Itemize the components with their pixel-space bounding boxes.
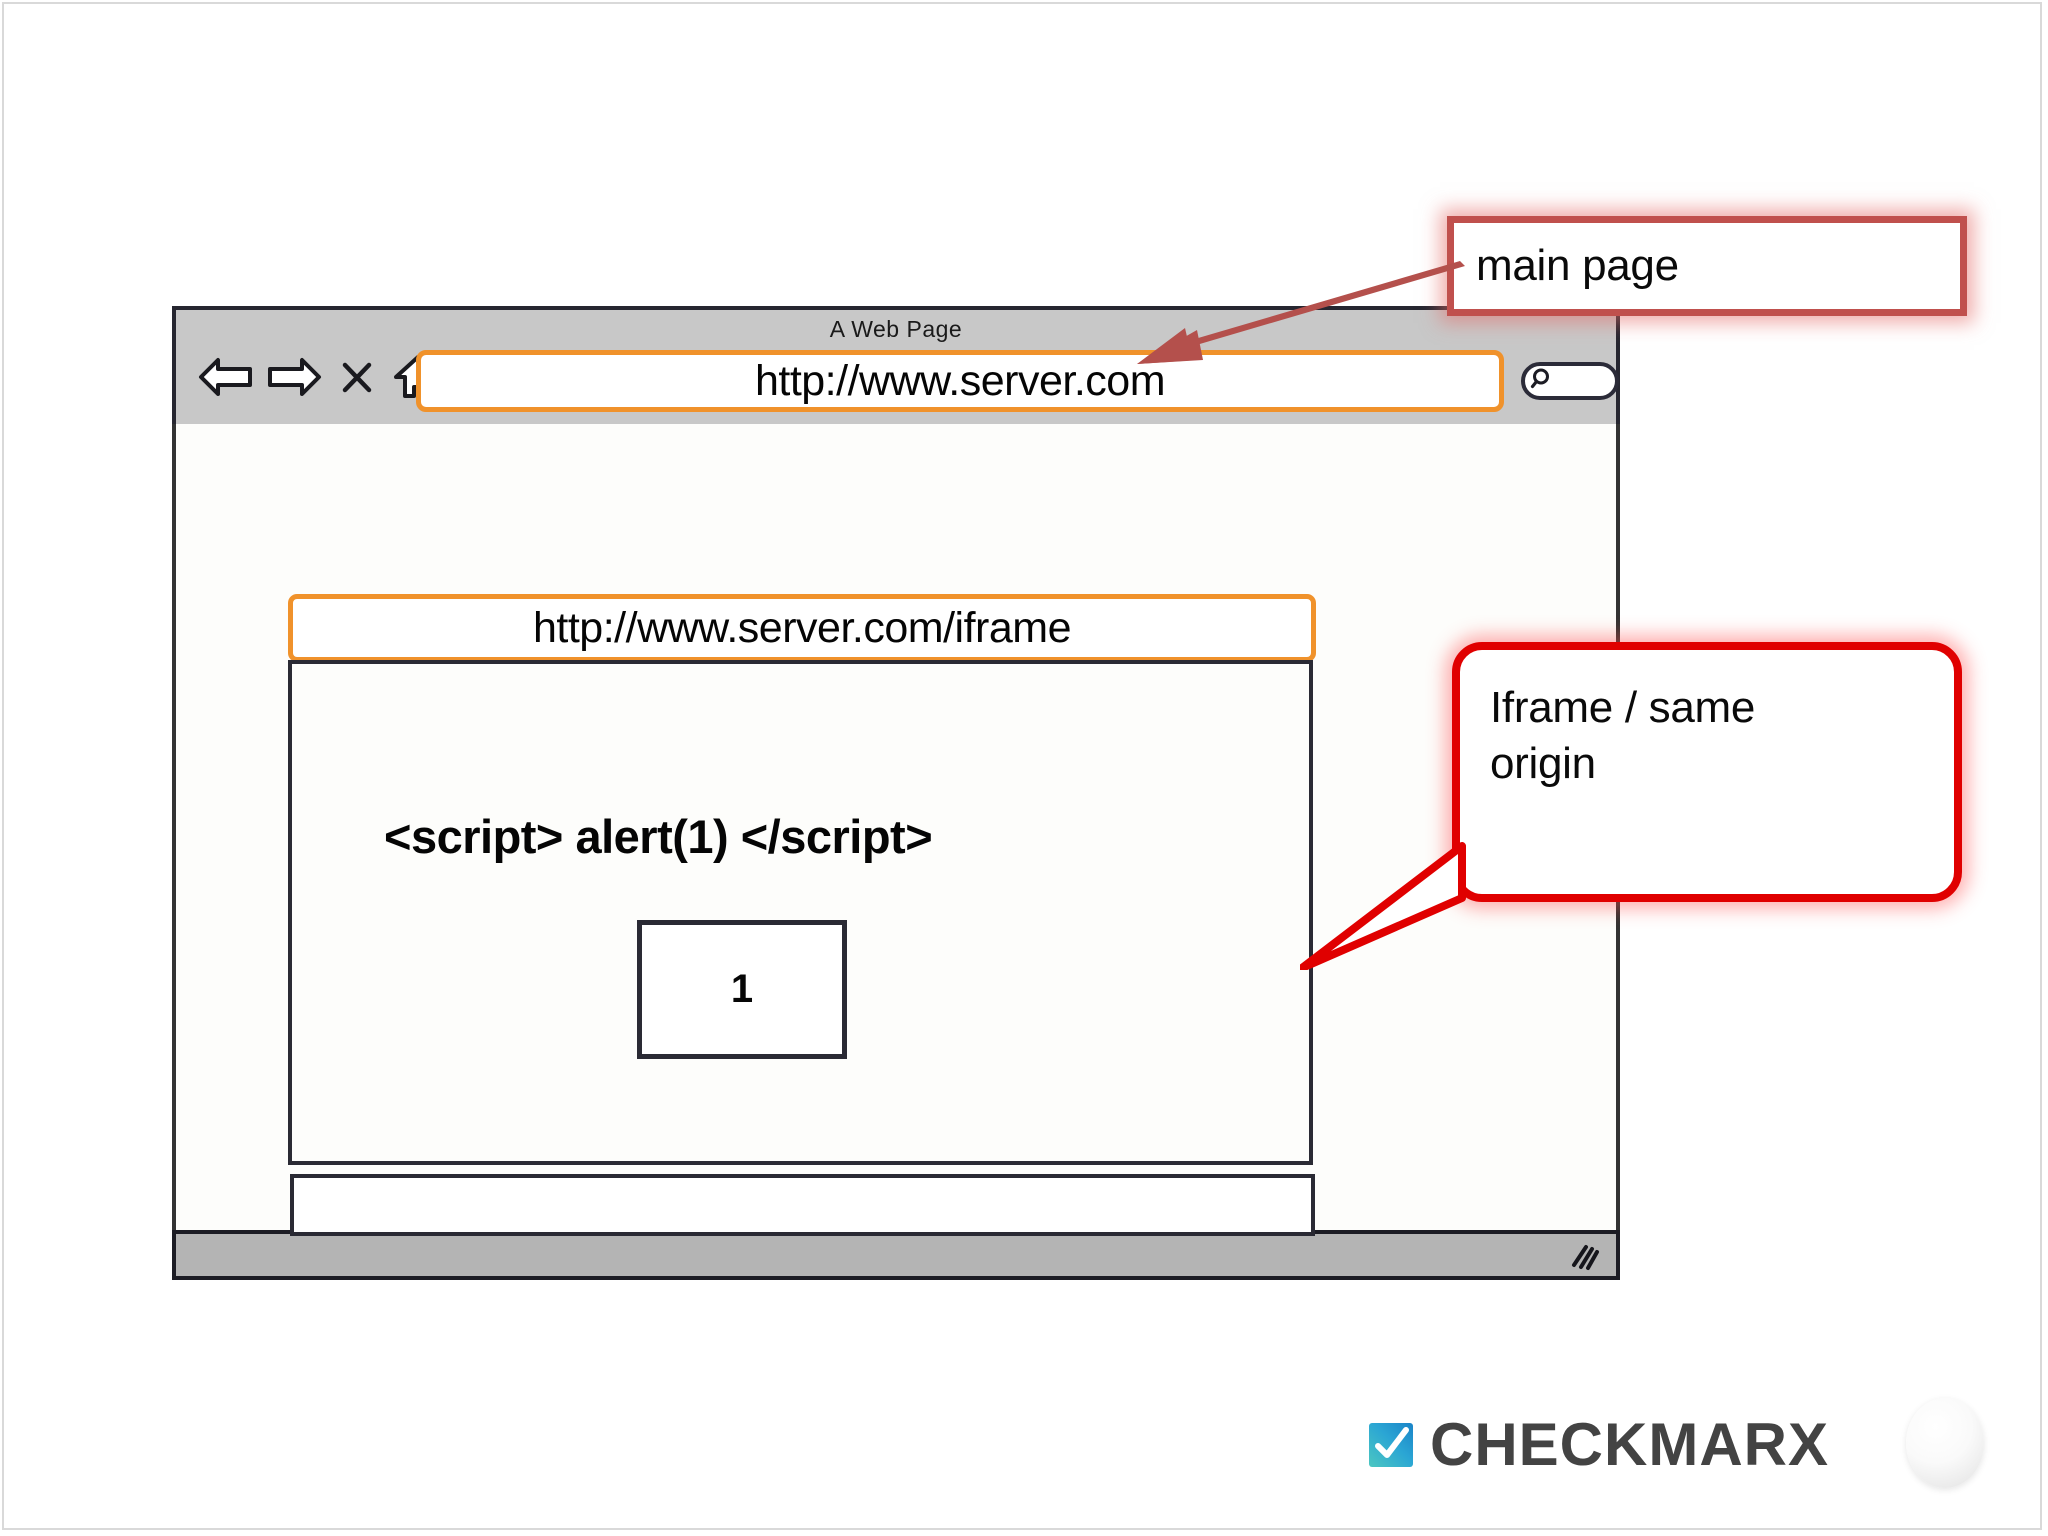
search-box[interactable] <box>1521 362 1619 400</box>
alert-dialog-value: 1 <box>730 967 754 1011</box>
iframe-script-code: <script> alert(1) </script> <box>384 810 933 863</box>
back-arrow-icon[interactable] <box>198 354 254 405</box>
callout-iframe-same-origin: Iframe / same origin <box>1452 642 1962 902</box>
iframe-url-text: http://www.server.com/iframe <box>533 603 1072 652</box>
checkmarx-wordmark: CHECKMARX <box>1430 1411 1829 1478</box>
logo-orb-decoration <box>1906 1398 1984 1488</box>
callout-main-page: main page <box>1447 216 1967 316</box>
iframe-container: http://www.server.com/iframe <script> al… <box>288 594 1316 1236</box>
search-icon <box>1529 365 1557 398</box>
callout-main-page-label: main page <box>1476 241 1679 290</box>
callout-iframe-label: Iframe / same origin <box>1490 683 1756 789</box>
checkmarx-logo: CHECKMARX <box>1368 1410 1829 1479</box>
iframe-url-bar[interactable]: http://www.server.com/iframe <box>288 594 1316 662</box>
alert-dialog[interactable]: 1 <box>637 920 847 1059</box>
browser-chrome: A Web Page <box>172 306 1620 428</box>
browser-nav-icons <box>198 352 444 407</box>
browser-title-bar-text: A Web Page <box>829 316 963 342</box>
forward-arrow-icon[interactable] <box>266 354 322 405</box>
iframe-bottom-bar[interactable] <box>290 1174 1315 1236</box>
url-bar[interactable]: http://www.server.com <box>416 350 1504 412</box>
resize-grip-icon[interactable] <box>1568 1243 1602 1278</box>
browser-status-bar <box>172 1230 1620 1280</box>
stop-close-icon[interactable] <box>340 357 374 402</box>
iframe-body: <script> alert(1) </script> 1 <box>288 660 1313 1165</box>
checkmarx-check-icon <box>1368 1422 1414 1468</box>
url-text: http://www.server.com <box>754 356 1166 405</box>
